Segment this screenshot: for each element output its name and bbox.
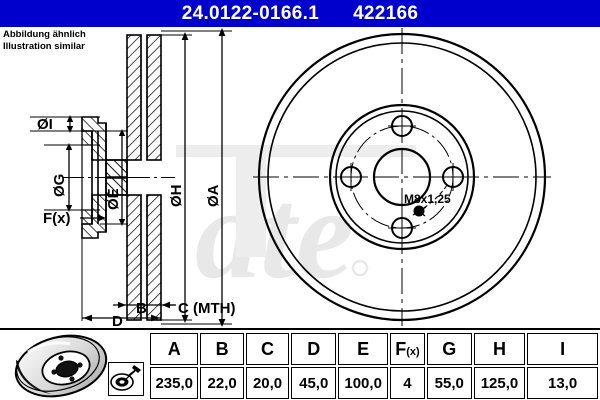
table-divider [0, 328, 600, 330]
label-diameter-i: ØI [37, 116, 53, 133]
header-f-main: F [395, 338, 407, 359]
value-h: 125,0 [473, 367, 526, 399]
brake-disc-photo-icon [4, 332, 124, 398]
label-c: C (MTH) [178, 300, 235, 317]
header-d: D [291, 333, 337, 365]
label-b: B [136, 300, 147, 317]
part-number: 24.0122-0166.1 [181, 3, 320, 24]
illustration-note: Abbildung ähnlich Illustration similar [3, 29, 86, 52]
dimension-I: ØI [37, 115, 74, 133]
cross-section-view [62, 34, 175, 321]
label-d: D [112, 313, 123, 328]
header-g: G [426, 333, 472, 365]
header-f-sub: (x) [406, 345, 420, 358]
label-thread-spec: M8x1,25 [404, 192, 451, 206]
value-a: 235,0 [150, 367, 199, 399]
header-i: I [527, 333, 598, 365]
thread-callout: M8x1,25 [404, 182, 451, 217]
value-i: 13,0 [527, 367, 598, 399]
dimension-A: ØA [205, 28, 226, 327]
header-b: B [200, 333, 244, 365]
dimension-E: ØE [105, 129, 126, 226]
value-b: 22,0 [200, 367, 244, 399]
label-diameter-h: ØH [168, 185, 185, 208]
technical-drawing: ate [0, 27, 600, 328]
article-number: 422166 [353, 3, 419, 24]
label-fx: F(x) [43, 210, 71, 227]
dimension-C: C (MTH) [162, 300, 235, 317]
label-diameter-a: ØA [205, 184, 222, 207]
header-a: A [150, 333, 199, 365]
value-f: 4 [390, 367, 425, 399]
ate-watermark: ate [176, 145, 416, 306]
label-diameter-g: ØG [51, 174, 68, 197]
bottom-strip: A B C D E F(x) G H I 235,0 22,0 20,0 45,… [0, 330, 600, 400]
header-h: H [473, 333, 526, 365]
dimension-G: ØG [51, 143, 73, 212]
dimension-table: A B C D E F(x) G H I 235,0 22,0 20,0 45,… [148, 331, 600, 400]
face-view [253, 28, 551, 326]
value-d: 45,0 [291, 367, 337, 399]
header-c: C [245, 333, 290, 365]
table-header-row: A B C D E F(x) G H I [150, 333, 598, 365]
header-bar: 24.0122-0166.1 422166 [0, 0, 600, 27]
illustration-note-de: Abbildung ähnlich [3, 29, 86, 40]
dimension-D: D [81, 238, 162, 328]
callout-fx: F(x) [43, 210, 106, 227]
illustration-note-en: Illustration similar [3, 40, 85, 52]
value-c: 20,0 [245, 367, 290, 399]
caliper-measurement-icon [108, 362, 144, 396]
dimension-H: ØH [168, 32, 189, 323]
table-value-row: 235,0 22,0 20,0 45,0 100,0 4 55,0 125,0 … [150, 367, 598, 399]
header-f: F(x) [390, 333, 425, 365]
label-diameter-e: ØE [105, 188, 122, 210]
value-e: 100,0 [338, 367, 389, 399]
value-g: 55,0 [426, 367, 472, 399]
header-e: E [338, 333, 389, 365]
